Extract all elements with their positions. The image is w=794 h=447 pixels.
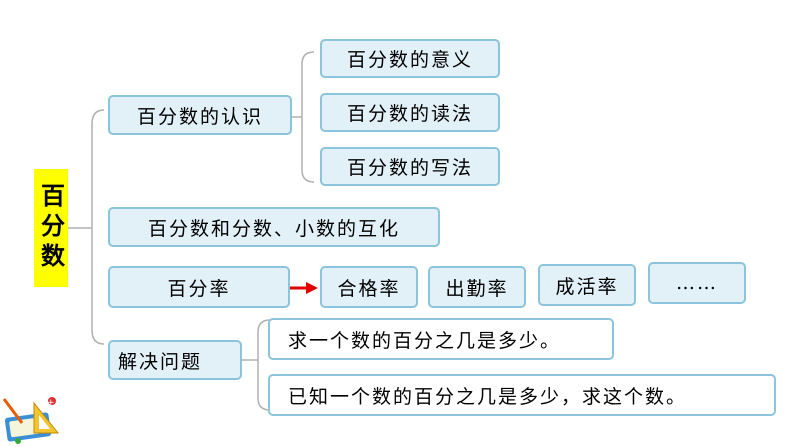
node-pass-rate: 合格率	[320, 266, 418, 308]
node-survival-rate: 成活率	[538, 264, 636, 306]
red-arrow-icon	[290, 282, 318, 294]
node-recognition: 百分数的认识	[108, 95, 292, 135]
node-attendance-rate: 出勤率	[428, 266, 526, 308]
node-problem-find-part: 求一个数的百分之几是多少。	[268, 318, 614, 360]
node-meaning: 百分数的意义	[320, 39, 500, 78]
root-node: 百分数	[34, 169, 68, 287]
node-problems: 解决问题	[108, 340, 242, 380]
node-reading: 百分数的读法	[320, 93, 500, 132]
math-tools-icon: +	[2, 397, 60, 444]
node-writing: 百分数的写法	[320, 147, 500, 186]
node-problem-find-whole: 已知一个数的百分之几是多少，求这个数。	[268, 374, 776, 416]
node-ellipsis: ……	[648, 262, 746, 304]
node-conversion: 百分数和分数、小数的互化	[108, 207, 440, 247]
node-rate: 百分率	[108, 266, 290, 308]
svg-text:+: +	[47, 398, 55, 408]
